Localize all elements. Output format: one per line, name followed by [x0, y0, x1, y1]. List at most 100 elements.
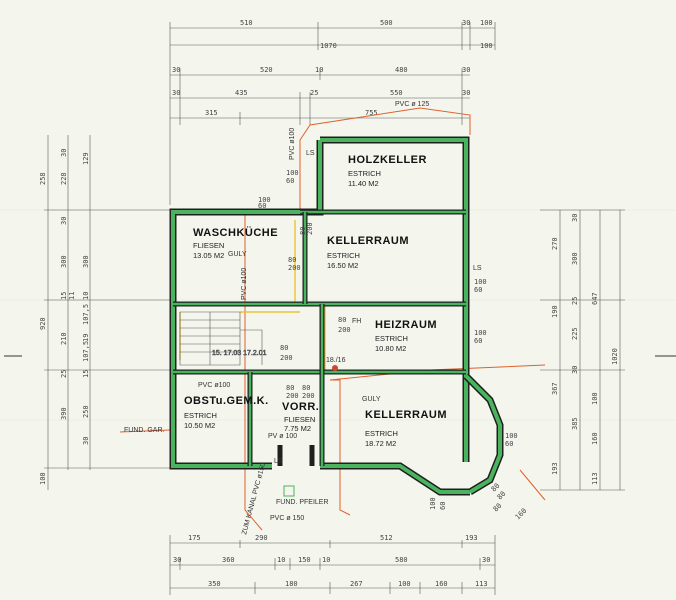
op-2: 60: [258, 202, 266, 210]
dim-300b: 300: [82, 255, 90, 268]
height-label: 18./16: [326, 357, 346, 364]
fund-pfeiler-label: FUND. PFEILER: [276, 499, 329, 506]
op-21: 100: [505, 432, 518, 440]
dim-193a: 193: [551, 462, 559, 475]
op-6: 200: [306, 222, 314, 235]
dim-150: 150: [298, 556, 311, 564]
dim-190: 190: [551, 305, 559, 318]
room-obst: OBSTu.GEM.K. ESTRICH 10.50 M2: [184, 395, 269, 430]
dimension-bottom: 175 290 512 193 30 360 10 150 10 580 30 …: [169, 534, 496, 595]
op-24: 80: [496, 490, 508, 502]
room-waschkueche: WASCHKÜCHE FLIESEN 13.05 M2 GULY: [193, 226, 278, 260]
dim-300c: 300: [571, 252, 579, 265]
dim-360: 360: [222, 556, 235, 564]
op-28: 160: [514, 507, 529, 522]
op-13: 100: [474, 329, 487, 337]
ls-label-1: LS: [306, 150, 315, 157]
dimension-right: 270 30 300 190 25 647 225 1020 367 30 10…: [540, 209, 676, 491]
dim-210: 210: [60, 332, 68, 345]
dim-385: 385: [571, 417, 579, 430]
vorr-name: VORR.: [282, 401, 319, 413]
op-3: 80: [288, 256, 296, 264]
ls-label-2: LS: [473, 265, 482, 272]
kellerraum2-name: KELLERRAUM: [365, 409, 447, 421]
dim-113a: 113: [591, 472, 599, 485]
obst-name: OBSTu.GEM.K.: [184, 395, 269, 407]
dim-25c: 25: [571, 297, 579, 305]
pvc100-top: PVC ø100: [289, 128, 296, 160]
dim-30j: 30: [571, 366, 579, 374]
dim-107b: 107,5: [82, 341, 90, 362]
op-22: 60: [505, 440, 513, 448]
dim-10c: 10: [277, 556, 285, 564]
dim-500: 500: [380, 19, 393, 27]
op-12: 60: [474, 286, 482, 294]
op-18: 200: [286, 392, 299, 400]
op-4: 200: [288, 264, 301, 272]
dim-315: 315: [205, 109, 218, 117]
op-8: 60: [286, 177, 294, 185]
dim-113b: 113: [475, 580, 488, 588]
dim-228: 228: [60, 172, 68, 185]
ls-label-3: LS: [274, 458, 283, 465]
dim-11: 11: [68, 292, 76, 300]
op-19: 80: [302, 384, 310, 392]
dim-180: 180: [285, 580, 298, 588]
pvc100-left: PVC ø100: [241, 268, 248, 300]
waschkueche-guly: GULY: [228, 251, 247, 258]
heizraum-name: HEIZRAUM: [375, 319, 437, 331]
room-kellerraum-1: KELLERRAUM ESTRICH 16.50 M2: [327, 235, 409, 270]
dim-100b: 100: [480, 42, 493, 50]
vorr-floor: FLIESEN: [284, 415, 315, 424]
dim-647: 647: [591, 292, 599, 305]
dim-1070: 1070: [320, 42, 337, 50]
dim-193b: 193: [465, 534, 478, 542]
op-1: 100: [258, 196, 271, 204]
room-holzkeller: HOLZKELLER ESTRICH 11.40 M2: [348, 154, 426, 188]
heizraum-floor: ESTRICH: [375, 334, 408, 343]
op-25: 80: [492, 502, 504, 514]
op-5: 80: [299, 227, 307, 235]
dim-350: 350: [208, 580, 221, 588]
dim-30e: 30: [462, 89, 470, 97]
fund-gar-label: FUND. GAR.: [124, 427, 165, 434]
kellerraum1-area: 16.50 M2: [327, 261, 358, 270]
op-7: 100: [286, 169, 299, 177]
dim-175: 175: [188, 534, 201, 542]
heizraum-area: 10.80 M2: [375, 344, 406, 353]
op-27: 60: [439, 502, 447, 510]
dim-30h: 30: [82, 437, 90, 445]
dim-580: 580: [395, 556, 408, 564]
kellerraum2-guly: GULY: [362, 396, 381, 403]
kellerraum2-area: 18.72 M2: [365, 439, 396, 448]
op-15: 80: [280, 344, 288, 352]
dim-107a: 107,5: [82, 304, 90, 325]
walls: [169, 136, 504, 496]
op-20: 200: [302, 392, 315, 400]
room-vorr: VORR. FLIESEN 7.75 M2: [282, 401, 319, 433]
kellerraum1-floor: ESTRICH: [327, 251, 360, 260]
fund-pfeiler-marker: [283, 485, 295, 497]
dim-290: 290: [255, 534, 268, 542]
dim-267: 267: [350, 580, 363, 588]
dim-10b: 10: [82, 292, 90, 300]
dim-15: 15: [60, 292, 68, 300]
dim-225: 225: [571, 327, 579, 340]
dim-30c: 30: [462, 66, 470, 74]
kellerraum2-floor: ESTRICH: [365, 429, 398, 438]
dim-520: 520: [260, 66, 273, 74]
dimension-left: 258 228 30 129 30 300 300 15 11 10 107,5…: [4, 135, 170, 490]
dim-755: 755: [365, 109, 378, 117]
dim-550: 550: [390, 89, 403, 97]
dim-10d: 10: [322, 556, 330, 564]
dim-390: 390: [60, 407, 68, 420]
pv100-label: PV ø 100: [268, 433, 297, 440]
vorr-area: 7.75 M2: [284, 424, 311, 433]
dim-25b: 25: [60, 370, 68, 378]
op-11: 100: [474, 278, 487, 286]
op-16: 200: [280, 354, 293, 362]
dim-367: 367: [551, 382, 559, 395]
dim-30a: 30: [462, 19, 470, 27]
op-26: 100: [429, 497, 437, 510]
